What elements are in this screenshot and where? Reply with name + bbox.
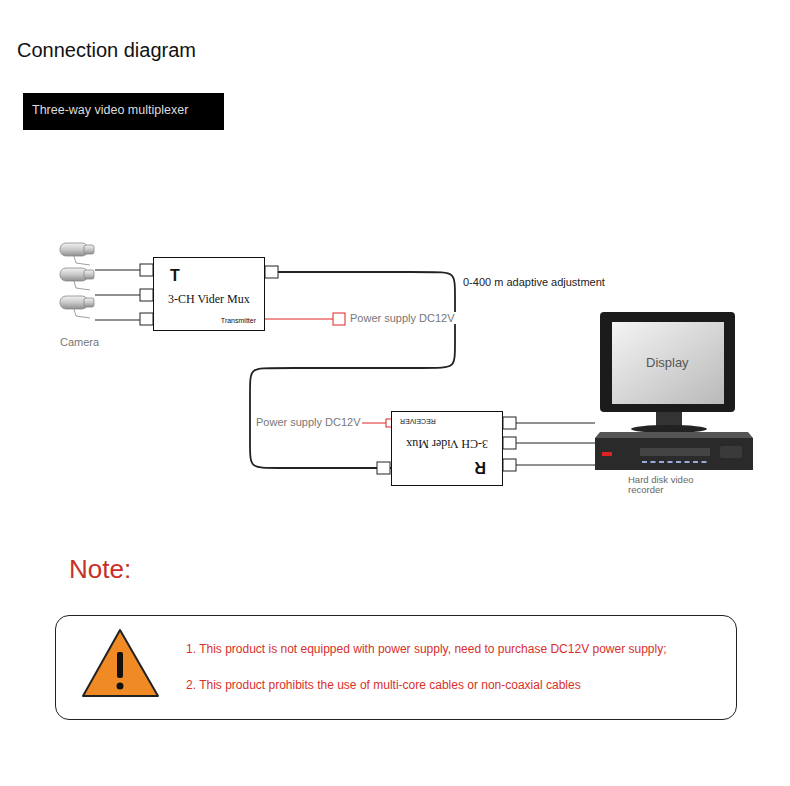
dvr-logo: [602, 452, 612, 456]
camera-icon: [60, 296, 94, 318]
video-wire: [95, 295, 140, 296]
node-text: 1. This product is not equipped with pow…: [186, 642, 726, 658]
dvr-led: [659, 461, 664, 463]
node-text: Hard disk video recorder: [628, 475, 723, 495]
note-heading: Note:: [69, 554, 131, 585]
bnc-ports: [140, 264, 516, 474]
node-text: RECEIVER: [400, 418, 436, 425]
warning-dot: [117, 683, 124, 690]
diagram-title: Connection diagram: [17, 39, 196, 62]
port: [140, 313, 153, 325]
power-jack: [333, 313, 345, 325]
monitor-illustration: [600, 312, 735, 433]
dvr-led: [676, 461, 681, 463]
monitor-screen: [612, 322, 724, 404]
node-text: Three-way video multiplexer: [23, 93, 197, 127]
note-box: 1. This product is not equipped with pow…: [55, 615, 737, 720]
monitor-base: [631, 425, 707, 433]
video-recorder: Hard disk video recorder: [595, 432, 753, 470]
node-text: 3-CH Vider Mux: [168, 292, 250, 307]
port: [503, 437, 516, 449]
receiver-box: R 3-CH Vider Mux RECEIVER: [391, 411, 503, 486]
node-text: Transmitter: [221, 317, 256, 324]
power-label: Power supply DC12V: [255, 416, 362, 428]
node-text: 3-CH Vider Mux: [406, 436, 488, 451]
direction-arrows: [242, 268, 416, 473]
video-wire: [95, 270, 140, 271]
warning-shape: [83, 630, 158, 696]
dvr-leds: [642, 461, 707, 463]
dvr-panel: [640, 448, 710, 456]
camera-hood: [84, 245, 94, 254]
camera-hood: [84, 298, 94, 307]
camera-icon: [60, 243, 94, 265]
coax-cable: [503, 423, 595, 424]
display-monitor: Display: [600, 312, 735, 412]
dvr-led: [642, 461, 647, 463]
monitor-bezel: [600, 312, 735, 412]
dvr-illustration: [595, 432, 753, 470]
power-leads: [265, 313, 392, 427]
dvr-led: [693, 461, 698, 463]
port: [140, 264, 153, 276]
port: [503, 459, 516, 471]
edge-label: 0-400 m adaptive adjustment: [462, 276, 606, 288]
port: [140, 289, 153, 301]
coax-cable: [503, 443, 595, 444]
camera-icon: [60, 268, 94, 290]
node-text: 2. This product prohibits the use of mul…: [186, 678, 726, 694]
camera-bracket: [74, 281, 90, 290]
dvr-front: [595, 438, 753, 470]
video-wire: [95, 320, 140, 321]
dvr-top: [595, 432, 753, 438]
port: [265, 266, 278, 278]
node-text: R: [474, 458, 486, 476]
camera-icons: [60, 243, 94, 318]
transmitter-box: T 3-CH Vider MuxTransmitter: [153, 257, 265, 331]
coax-cable: [503, 465, 595, 466]
camera-label: Camera: [59, 336, 100, 348]
node-text: Display: [646, 355, 689, 370]
dvr-led: [685, 461, 690, 463]
dvr-knob: [720, 446, 742, 458]
rotated-face: R 3-CH Vider Mux RECEIVER: [392, 412, 502, 485]
dvr-led: [651, 461, 656, 463]
camera-wires: [95, 270, 140, 320]
monitor-neck: [656, 412, 682, 426]
port: [377, 462, 390, 474]
node-text: T: [170, 267, 180, 285]
dvr-led: [702, 461, 707, 463]
warning-triangle: [83, 630, 158, 696]
camera-bracket: [74, 309, 90, 318]
power-label: Power supply DC12V: [349, 312, 456, 324]
port: [503, 417, 516, 429]
camera-bracket: [74, 256, 90, 265]
camera-hood: [84, 270, 94, 279]
dvr-led: [668, 461, 673, 463]
warning-bar: [117, 652, 123, 678]
title-band: Three-way video multiplexer: [23, 93, 224, 130]
power-wire: [265, 319, 333, 320]
